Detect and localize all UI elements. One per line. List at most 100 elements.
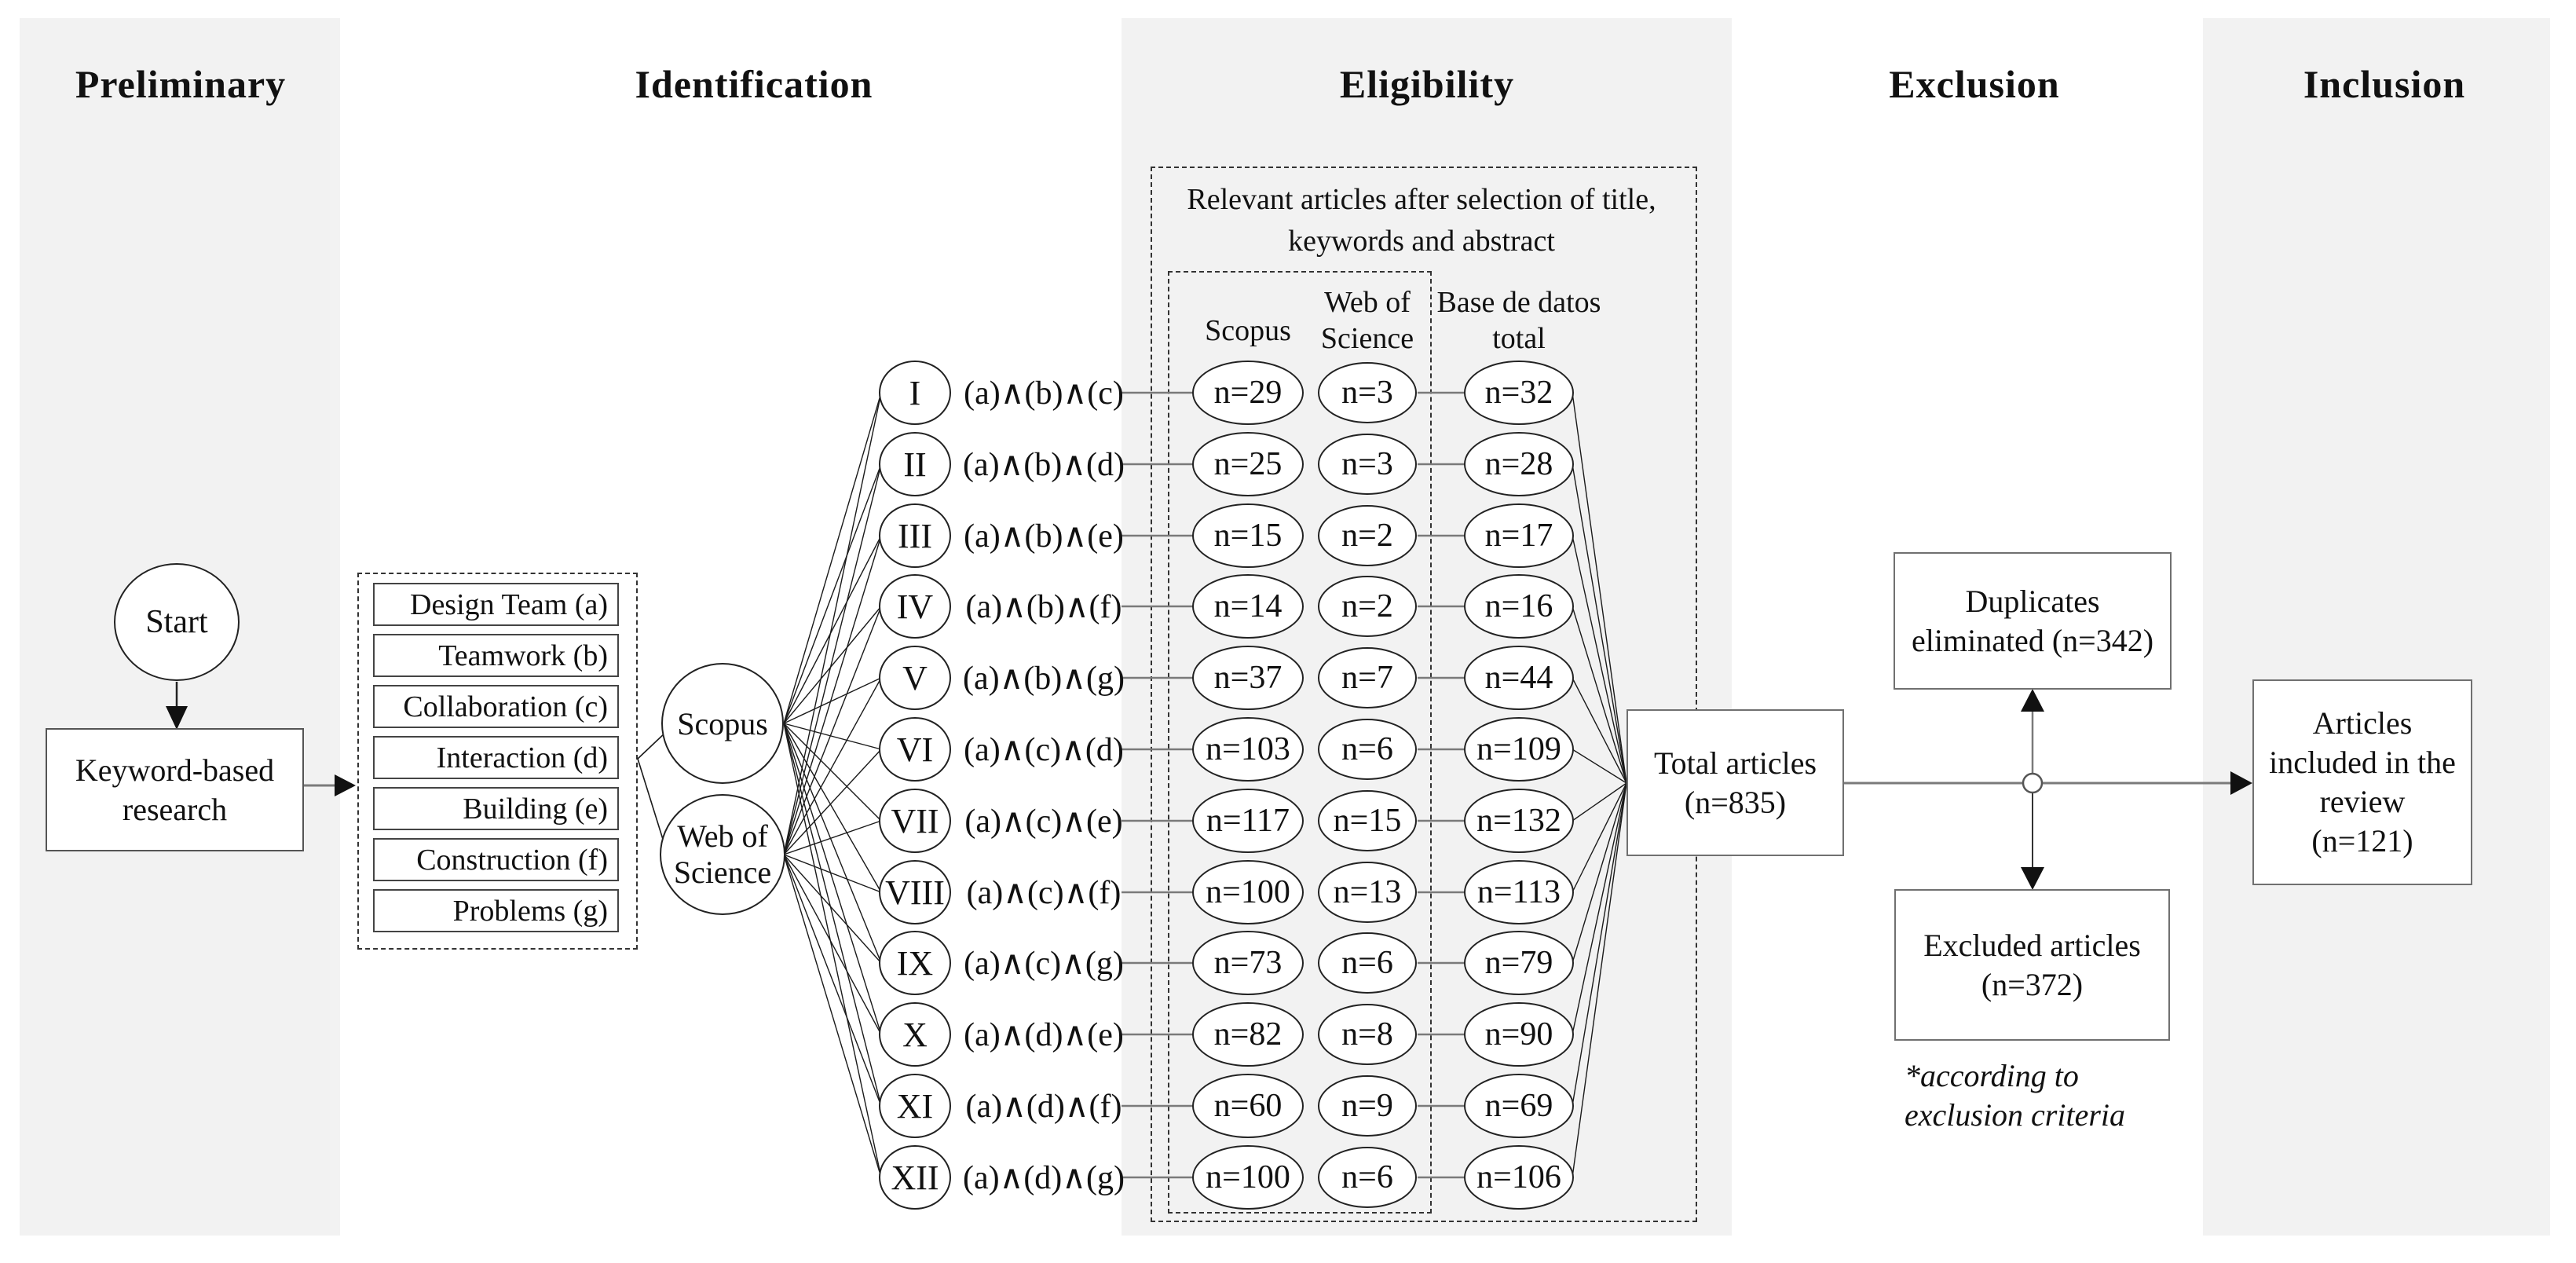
- scopus-count-ellipse: n=60: [1192, 1074, 1304, 1138]
- connector-line: [783, 854, 882, 1035]
- scopus-count-ellipse: n=103: [1192, 717, 1304, 782]
- start-to-research-arrowhead: [166, 706, 188, 730]
- total-count-ellipse: n=109: [1464, 717, 1574, 782]
- keyword-label: Construction (f): [416, 843, 608, 877]
- wos-count-ellipse: n=2: [1318, 576, 1417, 637]
- column-header-wos: Web of Science: [1320, 286, 1414, 356]
- connector-line: [783, 749, 882, 855]
- combination-formula: (a)∧(b)∧(e): [964, 518, 1124, 555]
- phase-header-inclusion: Inclusion: [2303, 62, 2466, 106]
- keyword-group-panel: [357, 573, 638, 950]
- total-count-ellipse: n=79: [1464, 931, 1574, 995]
- total-count-ellipse: n=32: [1464, 361, 1574, 425]
- scopus-count-ellipse: n=100: [1192, 1145, 1304, 1210]
- wos-database-label: Web of Science: [673, 818, 772, 890]
- combination-numeral-circle: VIII: [879, 860, 951, 924]
- connector-line: [783, 606, 882, 724]
- combination-numeral: X: [902, 1015, 928, 1054]
- connector-line: [783, 463, 882, 855]
- exclusion-note: *according to exclusion criteria: [1905, 1058, 2126, 1133]
- connector-line: [783, 723, 882, 1035]
- connector-line: [1572, 782, 1627, 893]
- combination-row: III (a)∧(b)∧(e) n=15 n=2 n=17: [864, 503, 1586, 569]
- connector-line: [1572, 782, 1627, 1035]
- wos-count-ellipse: n=6: [1318, 932, 1417, 994]
- keyword-box: Teamwork (b): [373, 634, 619, 677]
- junction-node: [2022, 772, 2044, 794]
- connector-line: [1572, 677, 1627, 784]
- total-count-ellipse: n=90: [1464, 1002, 1574, 1067]
- connector-line: [783, 854, 882, 1107]
- connector-line: [783, 392, 882, 724]
- eligibility-caption: Relevant articles after selection of tit…: [1187, 183, 1656, 258]
- excluded-articles-label: Excluded articles (n=372): [1923, 927, 2141, 1002]
- keyword-box: Problems (g): [373, 889, 619, 932]
- combination-formula: (a)∧(b)∧(f): [965, 589, 1122, 625]
- keyword-label: Interaction (d): [436, 741, 608, 774]
- keyword-box: Interaction (d): [373, 736, 619, 779]
- combination-numeral-circle: VI: [879, 717, 951, 782]
- combination-numeral: V: [902, 658, 928, 697]
- scopus-count-ellipse: n=117: [1192, 789, 1304, 853]
- combination-row: V (a)∧(b)∧(g) n=37 n=7 n=44: [864, 645, 1586, 711]
- wos-count-ellipse: n=15: [1318, 790, 1417, 851]
- junction-right-arrowhead: [2230, 771, 2252, 795]
- total-count-ellipse: n=106: [1464, 1145, 1574, 1210]
- combination-numeral: XI: [896, 1086, 934, 1126]
- combination-numeral: VI: [896, 730, 934, 769]
- combination-formula: (a)∧(b)∧(g): [962, 661, 1125, 697]
- keyword-box: Design Team (a): [373, 583, 619, 626]
- combination-row: XII (a)∧(d)∧(g) n=100 n=6 n=106: [864, 1144, 1586, 1210]
- phase-header-identification: Identification: [635, 62, 873, 106]
- keyword-label: Collaboration (c): [403, 690, 608, 723]
- junction-down-arrowhead: [2021, 867, 2044, 890]
- combination-row: VI (a)∧(c)∧(d) n=103 n=6 n=109: [864, 716, 1586, 782]
- scopus-count-ellipse: n=73: [1192, 931, 1304, 995]
- combination-numeral: IX: [896, 943, 934, 983]
- total-articles-node: Total articles (n=835): [1626, 709, 1844, 856]
- combination-row: XI (a)∧(d)∧(f) n=60 n=9 n=69: [864, 1073, 1586, 1139]
- connector-line: [783, 535, 882, 724]
- combination-numeral-circle: V: [879, 646, 951, 710]
- combination-numeral-circle: IX: [879, 931, 951, 995]
- combination-formula: (a)∧(d)∧(e): [964, 1017, 1124, 1053]
- connector-line: [783, 723, 882, 893]
- total-count-ellipse: n=28: [1464, 432, 1574, 496]
- phase-header-eligibility: Eligibility: [1339, 62, 1515, 106]
- connector-line: [783, 723, 882, 1107]
- scopus-database-node: Scopus: [661, 663, 784, 784]
- combination-numeral: XII: [891, 1158, 939, 1197]
- connector-line: [783, 677, 882, 855]
- wos-count-ellipse: n=9: [1318, 1075, 1417, 1137]
- total-count-ellipse: n=16: [1464, 574, 1574, 639]
- wos-database-node: Web of Science: [660, 794, 785, 915]
- scopus-count-ellipse: n=100: [1192, 860, 1304, 924]
- connector-line: [1572, 749, 1627, 784]
- scopus-count-ellipse: n=25: [1192, 432, 1304, 496]
- connector-line: [783, 606, 882, 855]
- included-articles-label: Articles included in the review (n=121): [2269, 705, 2456, 858]
- total-count-ellipse: n=69: [1464, 1074, 1574, 1138]
- total-count-ellipse: n=132: [1464, 789, 1574, 853]
- scopus-database-label: Scopus: [677, 705, 768, 741]
- keywords-to-wos-line: [637, 758, 666, 847]
- research-to-keywords-arrowhead: [335, 774, 356, 796]
- total-articles-label: Total articles (n=835): [1653, 745, 1817, 820]
- duplicates-node: Duplicates eliminated (n=342): [1894, 552, 2172, 690]
- combination-row: II (a)∧(b)∧(d) n=25 n=3 n=28: [864, 431, 1586, 497]
- eligibility-inner-panel: [1168, 271, 1432, 1214]
- combination-row: IV (a)∧(b)∧(f) n=14 n=2 n=16: [864, 573, 1586, 639]
- combination-row: VII (a)∧(c)∧(e) n=117 n=15 n=132: [864, 788, 1586, 854]
- scopus-count-ellipse: n=37: [1192, 646, 1304, 710]
- combination-numeral: VII: [891, 801, 939, 840]
- scopus-count-ellipse: n=82: [1192, 1002, 1304, 1067]
- combination-numeral-circle: III: [879, 503, 951, 568]
- combination-numeral: VIII: [885, 873, 945, 912]
- combination-numeral-circle: VII: [879, 789, 951, 853]
- combination-numeral: III: [898, 516, 932, 555]
- combination-formula: (a)∧(b)∧(c): [964, 375, 1124, 412]
- connector-line: [783, 723, 882, 1178]
- connector-line: [1572, 782, 1627, 1178]
- wos-count-ellipse: n=3: [1318, 362, 1417, 423]
